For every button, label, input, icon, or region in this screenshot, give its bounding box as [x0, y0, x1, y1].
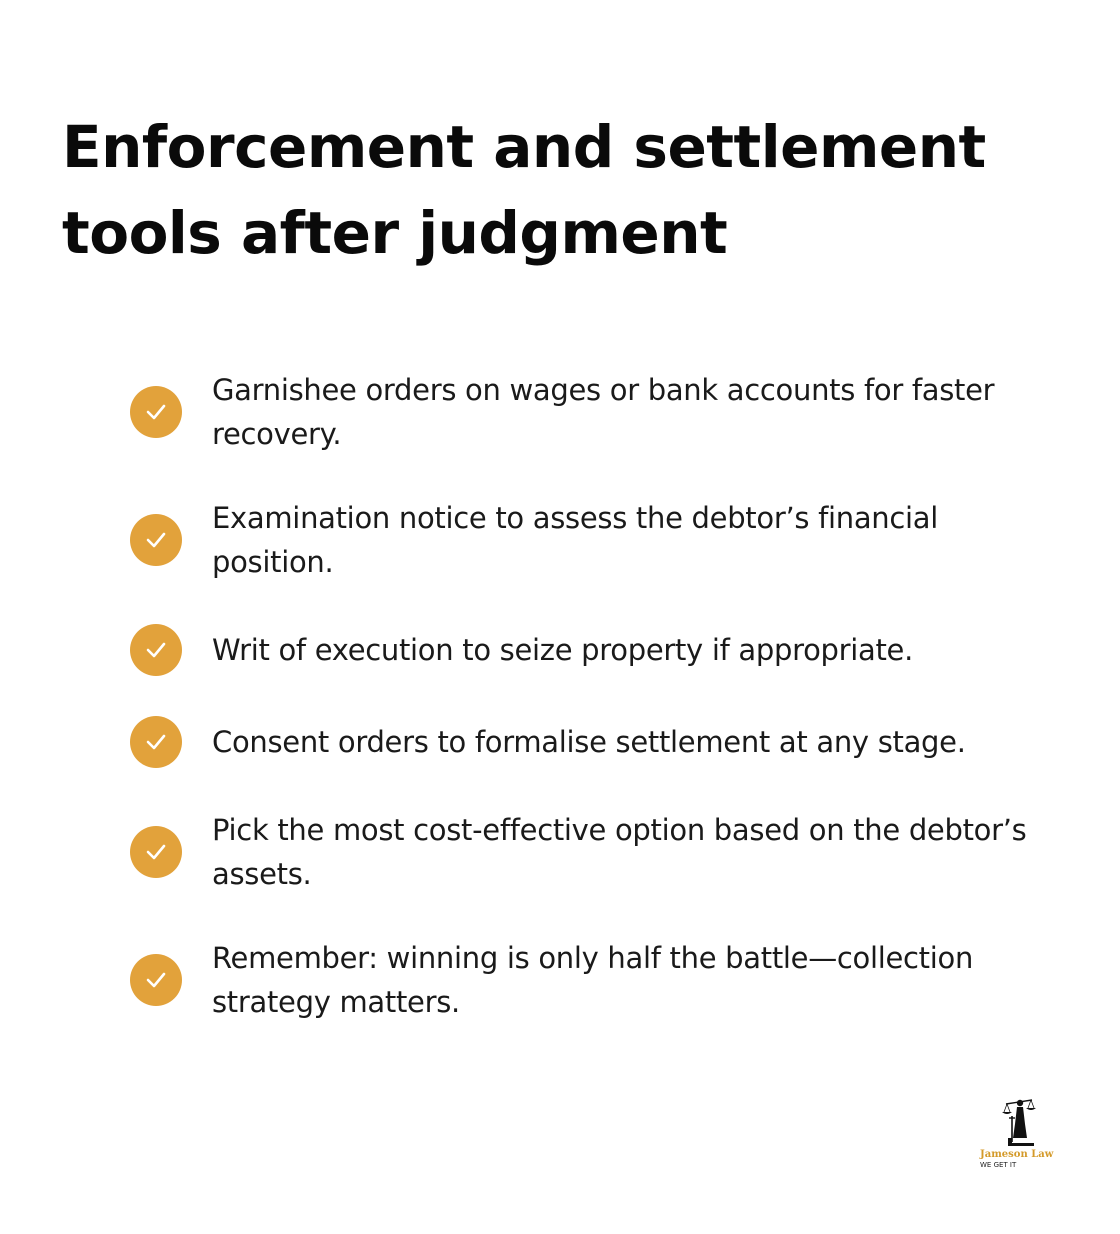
list-item-text: Garnishee orders on wages or bank accoun…: [212, 373, 995, 451]
list-item-text: Remember: winning is only half the battl…: [212, 941, 974, 1019]
brand-logo: Jameson Law WE GET IT: [976, 1094, 1060, 1174]
check-icon: [130, 386, 182, 438]
logo-tagline: WE GET IT: [980, 1161, 1017, 1169]
lady-justice-icon: [1002, 1099, 1036, 1146]
check-icon: [130, 826, 182, 878]
list-item-text: Pick the most cost-effective option base…: [212, 813, 1027, 891]
page-title: Enforcement and settlement tools after j…: [62, 113, 986, 267]
check-icon: [130, 624, 182, 676]
list-item-text: Consent orders to formalise settlement a…: [212, 725, 966, 759]
logo-name: Jameson Law: [980, 1149, 1054, 1160]
list-item-text: Writ of execution to seize property if a…: [212, 633, 914, 667]
check-icon: [130, 716, 182, 768]
list-item-text: Examination notice to assess the debtor’…: [212, 501, 939, 579]
check-icon: [130, 514, 182, 566]
check-icon: [130, 954, 182, 1006]
